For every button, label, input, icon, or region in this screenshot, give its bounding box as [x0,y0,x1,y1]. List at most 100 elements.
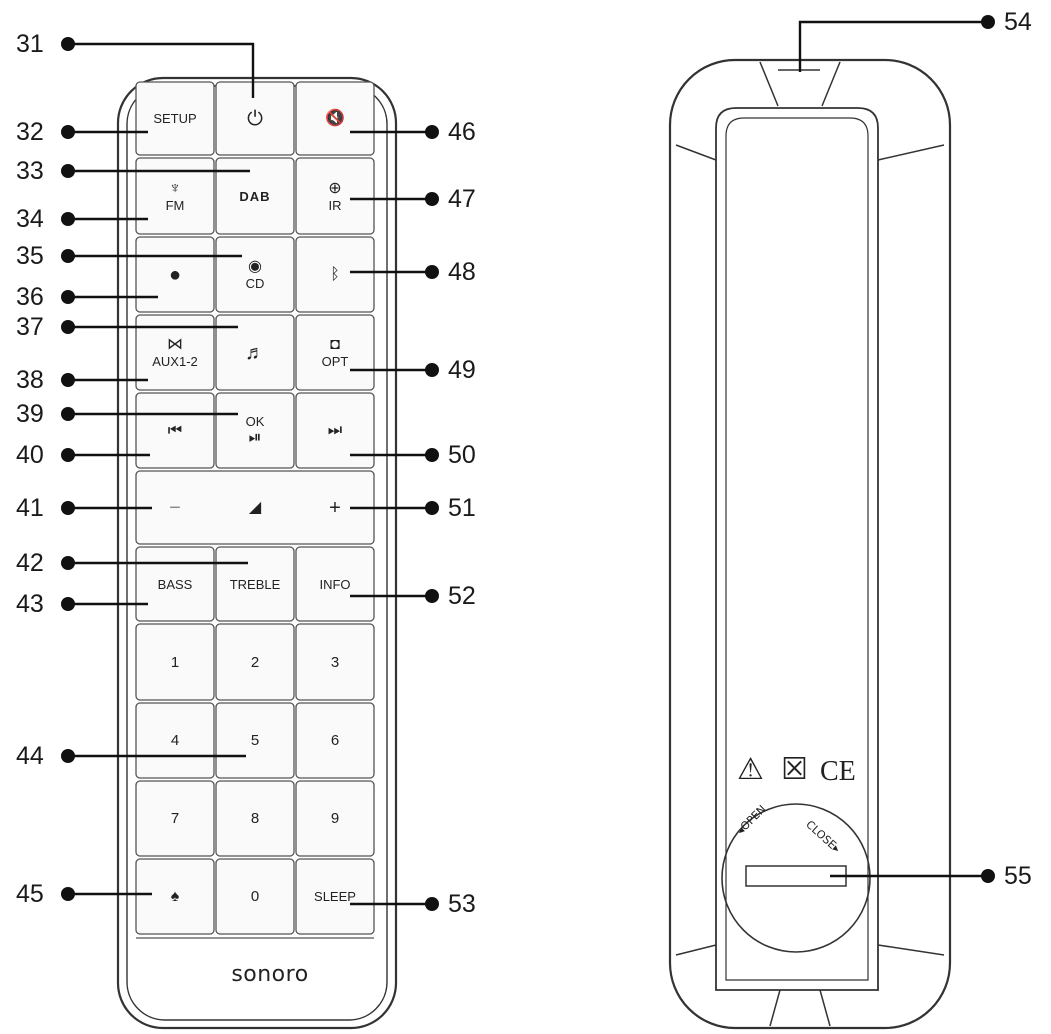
music-notes-icon: ♬ [245,341,265,364]
callout-47: 47 [448,185,476,213]
callout-33: 33 [16,157,44,185]
leader-lines [68,20,988,906]
power-key[interactable]: ⏻ [216,82,294,155]
number-key-5[interactable]: 5 [216,703,294,778]
ir-label: IR [328,197,342,213]
info-key[interactable]: INFO [296,547,374,621]
callout-44: 44 [16,742,44,770]
number-key-0[interactable]: 0 [216,859,294,934]
number-key-7[interactable]: 7 [136,781,214,856]
music-key[interactable]: ♬ [216,315,294,390]
volume-up-key[interactable]: + [296,471,374,544]
volume-minus-label: − [169,496,181,519]
number-key-6[interactable]: 6 [296,703,374,778]
callout-51: 51 [448,494,476,522]
next-track-icon: ⏭ [327,421,343,439]
number-label: 7 [170,810,180,827]
number-label: 2 [250,653,260,671]
spotify-key[interactable]: ● [136,237,214,312]
treble-label: TREBLE [229,576,281,592]
number-label: 6 [330,732,340,749]
number-label: 1 [170,653,180,671]
number-label: 3 [330,653,340,671]
volume-plus-label: + [329,496,341,519]
opt-label: OPT [321,354,349,369]
callout-37: 37 [16,313,44,341]
volume-indicator: ◢ [216,471,294,544]
callout-49: 49 [448,356,476,384]
bass-label: BASS [157,576,193,592]
previous-track-icon: ⏮ [167,421,183,439]
callout-43: 43 [16,590,44,618]
callout-42: 42 [16,549,44,577]
warning-icon: ⚠ [737,752,764,787]
fm-label: FM [165,197,185,213]
setup-key[interactable]: SETUP [136,82,214,155]
sleep-key[interactable]: SLEEP [296,859,374,934]
ir-key[interactable]: ⊕ IR [296,158,374,234]
callout-35: 35 [16,242,44,270]
weee-bin-icon: ☒ [781,752,808,787]
setup-label: SETUP [153,111,197,126]
number-key-1[interactable]: 1 [136,624,214,700]
callout-40: 40 [16,441,44,469]
ce-mark: CE [820,756,856,787]
fm-key[interactable]: ♆ FM [136,158,214,234]
opt-key[interactable]: ◘ OPT [296,315,374,390]
number-key-8[interactable]: 8 [216,781,294,856]
cd-label: CD [245,276,265,291]
next-key[interactable]: ⏭ [296,393,374,468]
brand-logo: sonoro [231,962,309,987]
callout-48: 48 [448,258,476,286]
callout-46: 46 [448,118,476,146]
leader-dots [61,15,995,911]
aux-label: AUX1-2 [152,354,198,369]
number-key-2[interactable]: 2 [216,624,294,700]
callout-52: 52 [448,582,476,610]
disc-icon: ◉ [248,258,262,275]
callout-53: 53 [448,890,476,918]
ok-label: OK [245,414,265,429]
callout-41: 41 [16,494,44,522]
treble-key[interactable]: TREBLE [216,547,294,621]
globe-icon: ⊕ [328,179,342,197]
ok-play-pause-key[interactable]: OK ⏯ [216,393,294,468]
number-label: 4 [170,732,180,749]
number-key-9[interactable]: 9 [296,781,374,856]
back-remote-body [668,58,952,1030]
spotify-icon: ● [168,263,182,286]
bluetooth-icon: ᛒ [330,265,340,283]
aux-icon: ⋈ [167,336,183,353]
callout-50: 50 [448,441,476,469]
volume-down-key[interactable]: − [136,471,214,544]
front-key-grid [135,81,375,935]
callout-38: 38 [16,366,44,394]
optical-icon: ◘ [330,336,340,353]
cd-key[interactable]: ◉ CD [216,237,294,312]
number-key-3[interactable]: 3 [296,624,374,700]
mute-key[interactable]: 🔇 [296,82,374,155]
callout-45: 45 [16,880,44,908]
number-label: 9 [330,810,340,827]
callout-54: 54 [1004,8,1032,36]
info-label: INFO [319,576,351,592]
dab-key[interactable]: DAB [216,158,294,234]
callout-34: 34 [16,205,44,233]
aux-key[interactable]: ⋈ AUX1-2 [136,315,214,390]
volume-wedge-icon: ◢ [248,498,262,516]
bass-key[interactable]: BASS [136,547,214,621]
callout-55: 55 [1004,862,1032,890]
number-key-4[interactable]: 4 [136,703,214,778]
callout-31: 31 [16,30,44,58]
antenna-icon: ♆ [169,179,181,197]
sleep-label: SLEEP [314,889,356,904]
number-label: 0 [250,888,260,905]
previous-key[interactable]: ⏮ [136,393,214,468]
callout-32: 32 [16,118,44,146]
bluetooth-key[interactable]: ᛒ [296,237,374,312]
power-icon: ⏻ [247,107,263,130]
alarm-key[interactable]: ♠ [136,859,214,934]
dab-label: DAB [239,188,271,204]
